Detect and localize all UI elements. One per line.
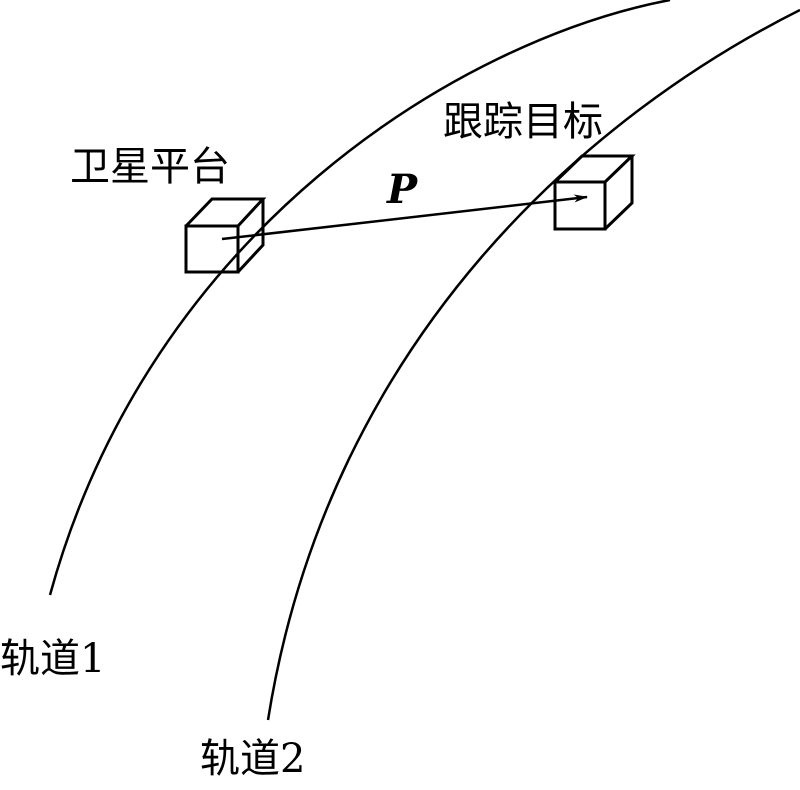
orbit-1-curve <box>48 0 671 596</box>
orbit-2-label: 轨道2 <box>200 736 305 782</box>
satellite-platform-cube <box>184 197 267 274</box>
vector-p-arrow <box>221 194 588 241</box>
orbit-1-label: 轨道1 <box>0 636 105 682</box>
tracking-target-label: 跟踪目标 <box>443 99 603 145</box>
orbit-2-curve <box>266 8 800 721</box>
satellite-platform-label: 卫星平台 <box>70 144 230 190</box>
tracking-target-cube <box>553 154 636 231</box>
vector-p-label: P <box>386 166 419 213</box>
